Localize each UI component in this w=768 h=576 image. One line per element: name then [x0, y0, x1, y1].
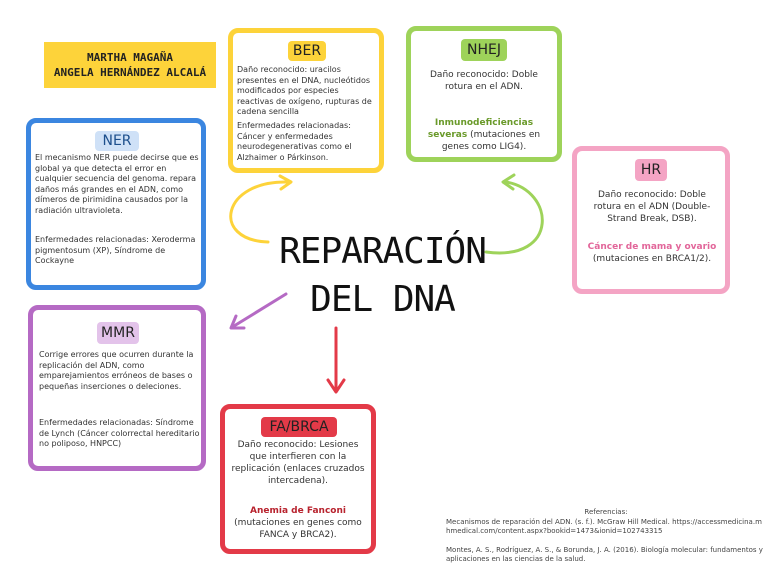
ner-description-text: El mecanismo NER puede decirse que es gl…	[35, 153, 199, 215]
nhej-disease-text: Inmunodeficiencias severas (mutaciones e…	[417, 117, 551, 153]
arrow-head-mmr	[229, 314, 246, 330]
ber-disease-text: Enfermedades relacionadas: Cáncer y enfe…	[237, 121, 352, 162]
nhej-card: NHEJ Daño reconocido: Doble rotura en el…	[406, 26, 562, 162]
nhej-label: NHEJ	[461, 39, 507, 61]
hr-disease-detail: (mutaciones en BRCA1/2).	[592, 254, 712, 264]
fa-damage-text: Daño reconocido: Lesiones que interfiere…	[231, 440, 365, 486]
arrow-head-fa	[326, 378, 346, 394]
arrow-to-mmr	[232, 292, 288, 328]
author-2: ANGELA HERNÁNDEZ ALCALÁ	[53, 66, 207, 79]
title-line-1: REPARACIÓN	[279, 231, 487, 272]
author-1: MARTHA MAGAÑA	[86, 51, 174, 64]
mmr-label: MMR	[97, 322, 139, 344]
ner-card: NER El mecanismo NER puede decirse que e…	[26, 118, 206, 290]
hr-disease-text: Cáncer de mama y ovario (mutaciones en B…	[581, 241, 723, 265]
mmr-disease-text: Enfermedades relacionadas: Síndrome de L…	[39, 418, 200, 448]
ner-label: NER	[95, 131, 139, 151]
hr-card: HR Daño reconocido: Doble rotura en el A…	[572, 146, 730, 294]
arrow-to-nhej	[484, 180, 544, 255]
ber-card: BER Daño reconocido: uracilos presentes …	[228, 28, 384, 173]
arrow-head-ber	[278, 174, 293, 191]
references-heading: Referencias:	[584, 508, 628, 516]
ner-disease-text: Enfermedades relacionadas: Xeroderma pig…	[35, 235, 196, 265]
reference-2: Montes, A. S., Rodríguez, A. S., & Borun…	[446, 545, 763, 564]
fa-disease-text: Anemia de Fanconi (mutaciones en genes c…	[231, 505, 365, 541]
fa-brca-card: FA/BRCA Daño reconocido: Lesiones que in…	[220, 404, 376, 554]
authors-banner: MARTHA MAGAÑA ANGELA HERNÁNDEZ ALCALÁ	[44, 42, 216, 88]
main-title: REPARACIÓN DEL DNA	[270, 228, 495, 324]
mmr-description-text: Corrige errores que ocurren durante la r…	[39, 350, 194, 391]
hr-damage-text: Daño reconocido: Doble rotura en el ADN …	[593, 190, 711, 224]
nhej-disease-detail: (mutaciones en genes como LIG4).	[441, 130, 541, 152]
title-line-2: DEL DNA	[310, 279, 456, 320]
references: Referencias: Mecanismos de reparación de…	[446, 508, 766, 565]
fa-disease-highlight: Anemia de Fanconi	[250, 506, 346, 516]
mmr-card: MMR Corrige errores que ocurren durante …	[28, 305, 206, 471]
nhej-disease-highlight: Inmunodeficiencias severas	[427, 118, 534, 140]
hr-disease-highlight: Cáncer de mama y ovario	[587, 242, 717, 252]
arrow-to-ber	[229, 180, 290, 244]
ber-label: BER	[288, 41, 326, 61]
ber-damage-text: Daño reconocido: uracilos presentes en e…	[237, 65, 372, 116]
fa-brca-label: FA/BRCA	[261, 417, 337, 437]
hr-label: HR	[635, 159, 667, 181]
arrow-head-nhej	[501, 173, 516, 191]
reference-1: Mecanismos de reparación del ADN. (s. f.…	[446, 517, 762, 536]
nhej-damage-text: Daño reconocido: Doble rotura en el ADN.	[430, 70, 538, 92]
fa-disease-detail: (mutaciones en genes como FANCA y BRCA2)…	[234, 518, 362, 540]
